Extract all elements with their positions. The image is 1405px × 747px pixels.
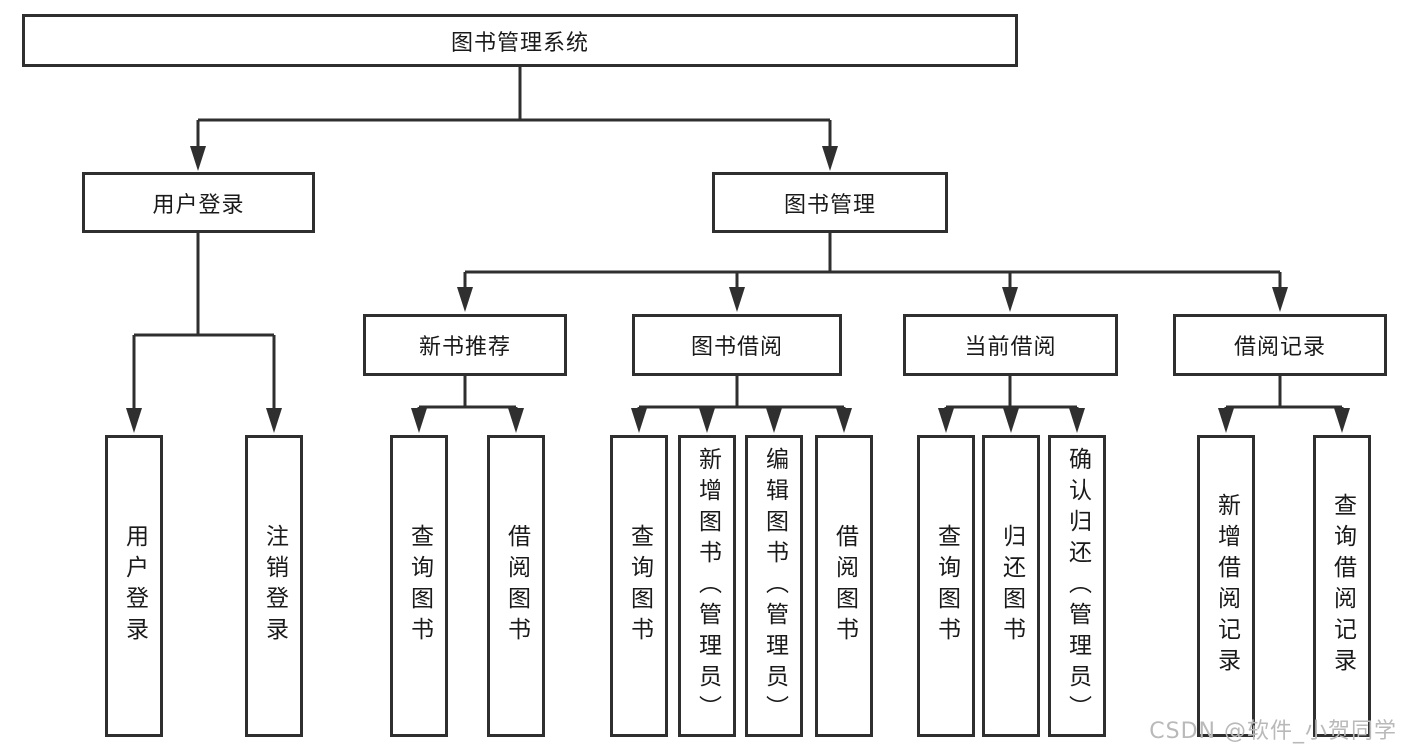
node-book-management: 图书管理 bbox=[712, 172, 948, 233]
leaf-add-book-admin: 新增图书（管理员） bbox=[678, 435, 736, 737]
leaf-query-books-recommend: 查询图书 bbox=[390, 435, 448, 737]
leaf-add-borrow-record: 新增借阅记录 bbox=[1197, 435, 1255, 737]
leaf-confirm-return-admin: 确认归还（管理员） bbox=[1048, 435, 1106, 737]
leaf-label: 查询图书 bbox=[406, 524, 433, 648]
leaf-label: 查询图书 bbox=[933, 524, 960, 648]
leaf-borrow-books-recommend: 借阅图书 bbox=[487, 435, 545, 737]
node-current-borrow: 当前借阅 bbox=[903, 314, 1118, 376]
watermark-text: CSDN @软件_小贺同学 bbox=[1149, 719, 1397, 744]
leaf-query-books-current: 查询图书 bbox=[917, 435, 975, 737]
node-borrow-records: 借阅记录 bbox=[1173, 314, 1387, 376]
leaf-query-borrow-record: 查询借阅记录 bbox=[1313, 435, 1371, 737]
leaf-label: 编辑图书（管理员） bbox=[761, 446, 788, 726]
node-user-login: 用户登录 bbox=[82, 172, 315, 233]
node-library-system: 图书管理系统 bbox=[22, 14, 1018, 67]
leaf-label: 新增借阅记录 bbox=[1213, 493, 1240, 679]
leaf-label: 注销登录 bbox=[261, 524, 288, 648]
leaf-edit-book-admin: 编辑图书（管理员） bbox=[745, 435, 803, 737]
leaf-label: 新增图书（管理员） bbox=[694, 446, 721, 726]
leaf-label: 归还图书 bbox=[998, 524, 1025, 648]
leaf-label: 用户登录 bbox=[121, 524, 148, 648]
leaf-label: 借阅图书 bbox=[503, 524, 530, 648]
leaf-logout: 注销登录 bbox=[245, 435, 303, 737]
leaf-label: 借阅图书 bbox=[831, 524, 858, 648]
leaf-label: 查询图书 bbox=[626, 524, 653, 648]
leaf-query-books-borrow: 查询图书 bbox=[610, 435, 668, 737]
leaf-return-book: 归还图书 bbox=[982, 435, 1040, 737]
leaf-borrow-books: 借阅图书 bbox=[815, 435, 873, 737]
node-new-book-recommend: 新书推荐 bbox=[363, 314, 567, 376]
node-book-borrow: 图书借阅 bbox=[632, 314, 842, 376]
leaf-label: 确认归还（管理员） bbox=[1064, 446, 1091, 726]
leaf-label: 查询借阅记录 bbox=[1329, 493, 1356, 679]
leaf-user-login: 用户登录 bbox=[105, 435, 163, 737]
